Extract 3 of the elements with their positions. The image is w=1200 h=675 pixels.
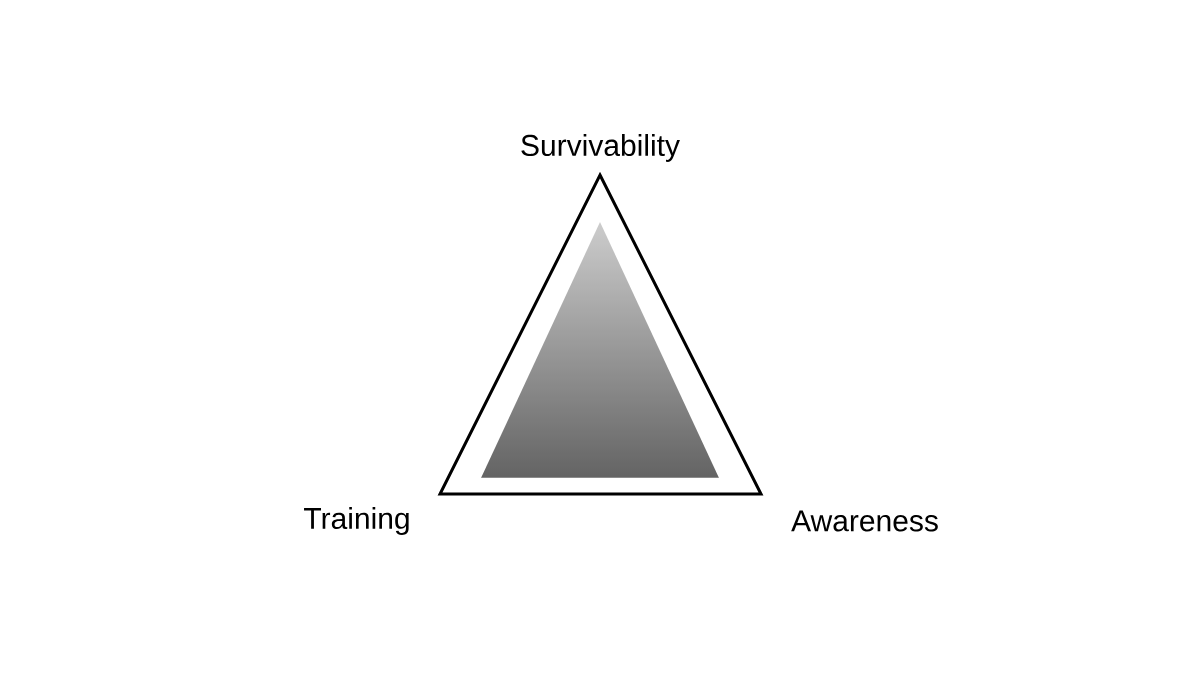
corner-label: Awareness xyxy=(791,510,938,532)
corner-label: Survivability xyxy=(521,134,680,162)
corner-label: Training xyxy=(304,507,409,535)
